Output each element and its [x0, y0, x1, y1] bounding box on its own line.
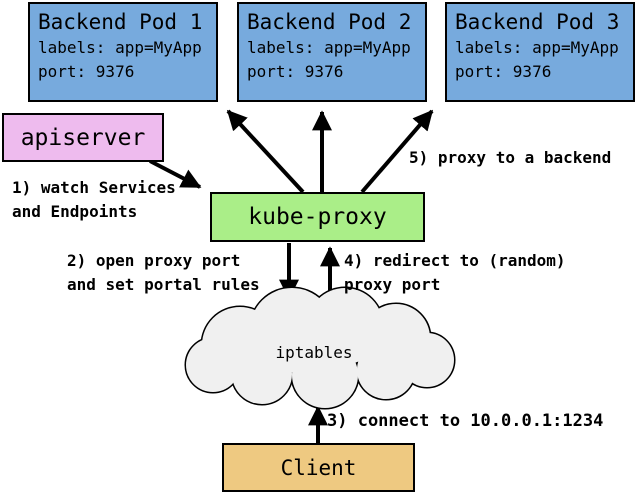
pod-title: Backend Pod 2 [247, 10, 412, 34]
apiserver-box: apiserver [2, 113, 164, 162]
pod-title: Backend Pod 3 [455, 10, 620, 34]
arrow-kube-proxy-to-pod1 [226, 109, 305, 194]
step-2-open-proxy-port-label: 2) open proxy port and set portal rules [67, 251, 260, 294]
backend-pod-2: Backend Pod 2 labels: app=MyApp port: 93… [237, 2, 427, 102]
pod-labels: labels: app=MyApp [247, 38, 411, 57]
kube-proxy-label: kube-proxy [248, 204, 387, 230]
backend-pod-1: Backend Pod 1 labels: app=MyApp port: 93… [28, 2, 218, 102]
iptables-cloud: iptables [184, 286, 456, 410]
pod-port: port: 9376 [247, 62, 344, 81]
step-5-proxy-backend-label: 5) proxy to a backend [409, 148, 612, 167]
pod-port: port: 9376 [38, 62, 135, 81]
step-4-redirect-label: 4) redirect to (random) proxy port [344, 251, 566, 294]
pod-labels: labels: app=MyApp [455, 38, 619, 57]
pod-port: port: 9376 [455, 62, 552, 81]
apiserver-label: apiserver [20, 124, 146, 151]
step-3-connect-label: 3) connect to 10.0.0.1:1234 [327, 411, 604, 431]
arrow-apiserver-to-kube-proxy [149, 159, 202, 189]
backend-pod-3: Backend Pod 3 labels: app=MyApp port: 93… [445, 2, 635, 102]
kube-proxy-box: kube-proxy [210, 192, 425, 242]
iptables-label: iptables [275, 343, 352, 362]
pod-labels: labels: app=MyApp [38, 38, 202, 57]
client-box: Client [222, 443, 415, 492]
arrow-kube-proxy-to-pod3 [360, 109, 434, 194]
pod-title: Backend Pod 1 [38, 10, 203, 34]
step-1-watch-services-label: 1) watch Services and Endpoints [12, 178, 176, 221]
client-label: Client [280, 455, 357, 480]
